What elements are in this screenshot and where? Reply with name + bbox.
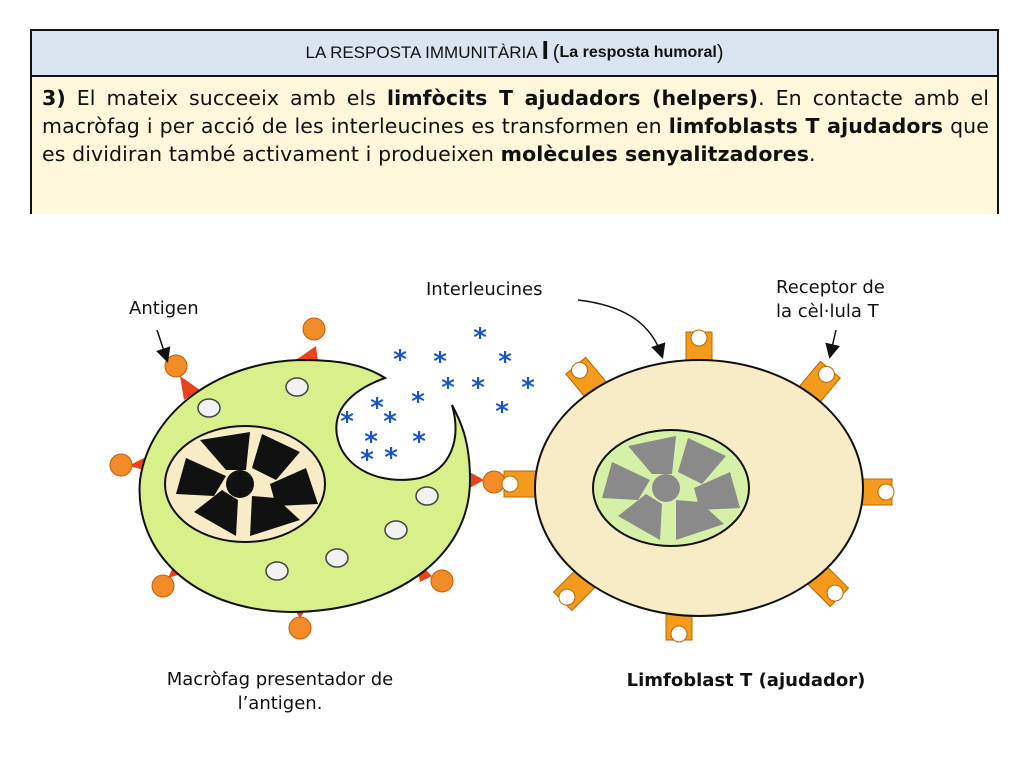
receptor-label-line1: Receptor de bbox=[776, 277, 885, 298]
macrophage-caption: Macròfag presentador de l’antigen. bbox=[130, 668, 430, 716]
receptor bbox=[501, 470, 537, 498]
antigen-marker bbox=[466, 470, 506, 494]
interleucine-mark: * bbox=[384, 443, 398, 473]
lymphoblast bbox=[501, 329, 895, 643]
interleucine-mark: * bbox=[360, 445, 374, 475]
title-bar: LA RESPOSTA IMMUNITÀRIA I (La resposta h… bbox=[32, 31, 997, 77]
interleucine-mark: * bbox=[383, 407, 397, 437]
vacuoles bbox=[197, 377, 439, 581]
paragraph-bold-3: molècules senyalitzadores bbox=[500, 142, 810, 166]
receptor bbox=[685, 329, 713, 365]
interleucine-mark: * bbox=[471, 373, 485, 403]
interleucines: * * * * * * * * * * * * * * * * bbox=[340, 323, 535, 475]
step-number: 3) bbox=[42, 86, 66, 110]
antigen-marker bbox=[164, 354, 200, 400]
page-subtitle: La resposta humoral bbox=[559, 44, 717, 61]
receptor-arrow bbox=[825, 329, 841, 359]
interleucine-mark: * bbox=[364, 427, 378, 457]
interleucine-mark: * bbox=[495, 397, 509, 427]
paragraph-text-1: El mateix succeeix amb els bbox=[65, 86, 387, 110]
antigen-spikes bbox=[109, 317, 506, 640]
antigen-label: Antigen bbox=[129, 298, 199, 319]
receptor bbox=[859, 478, 895, 506]
title-separator: I bbox=[541, 35, 549, 65]
paragraph-text-2: . En contacte amb el macròfag i per acci… bbox=[42, 86, 989, 138]
paragraph-bold-1: limfòcits T ajudadors (helpers) bbox=[386, 86, 759, 110]
label-arrows bbox=[156, 299, 841, 363]
interleucines-arrow bbox=[577, 299, 666, 359]
interleucine-mark: * bbox=[498, 347, 512, 377]
paragraph-bold-2: limfoblasts T ajudadors bbox=[668, 114, 944, 138]
interleucines-label: Interleucines bbox=[426, 279, 543, 300]
interleucine-mark: * bbox=[411, 387, 425, 417]
antigen-arrow bbox=[156, 329, 171, 363]
lymphoblast-caption: Limfoblast T (ajudador) bbox=[626, 670, 866, 691]
description-paragraph: 3) El mateix succeeix amb els limfòcits … bbox=[32, 77, 997, 214]
interleucine-mark: * bbox=[473, 323, 487, 353]
interleucine-mark: * bbox=[441, 373, 455, 403]
paragraph-text-4: . bbox=[809, 142, 816, 166]
receptor-label-line2: la cèl·lula T bbox=[776, 301, 879, 322]
title-paren-close: ) bbox=[716, 41, 724, 64]
antigen-marker bbox=[296, 317, 326, 362]
receptor-label: Receptor de la cèl·lula T bbox=[776, 276, 885, 324]
page-title: LA RESPOSTA IMMUNITÀRIA bbox=[305, 43, 538, 62]
interleucine-mark: * bbox=[412, 427, 426, 457]
title-paren-open: ( bbox=[552, 41, 560, 64]
macrophage-caption-line1: Macròfag presentador de bbox=[166, 669, 394, 690]
macrophage-nucleus bbox=[164, 425, 326, 543]
macrophage-caption-line2: l’antigen. bbox=[237, 693, 323, 714]
paragraph-text-3: que es dividiran també activament i prod… bbox=[42, 114, 989, 166]
lymphoblast-nucleus bbox=[592, 429, 750, 547]
antigen-marker bbox=[109, 453, 145, 477]
interleucine-mark: * bbox=[393, 345, 407, 375]
interleucine-mark: * bbox=[370, 393, 384, 423]
interleucine-mark: * bbox=[521, 373, 535, 403]
header-box: LA RESPOSTA IMMUNITÀRIA I (La resposta h… bbox=[30, 29, 999, 214]
interleucine-mark: * bbox=[340, 407, 354, 437]
interleucine-mark: * bbox=[433, 347, 447, 377]
macrophage bbox=[109, 317, 506, 640]
